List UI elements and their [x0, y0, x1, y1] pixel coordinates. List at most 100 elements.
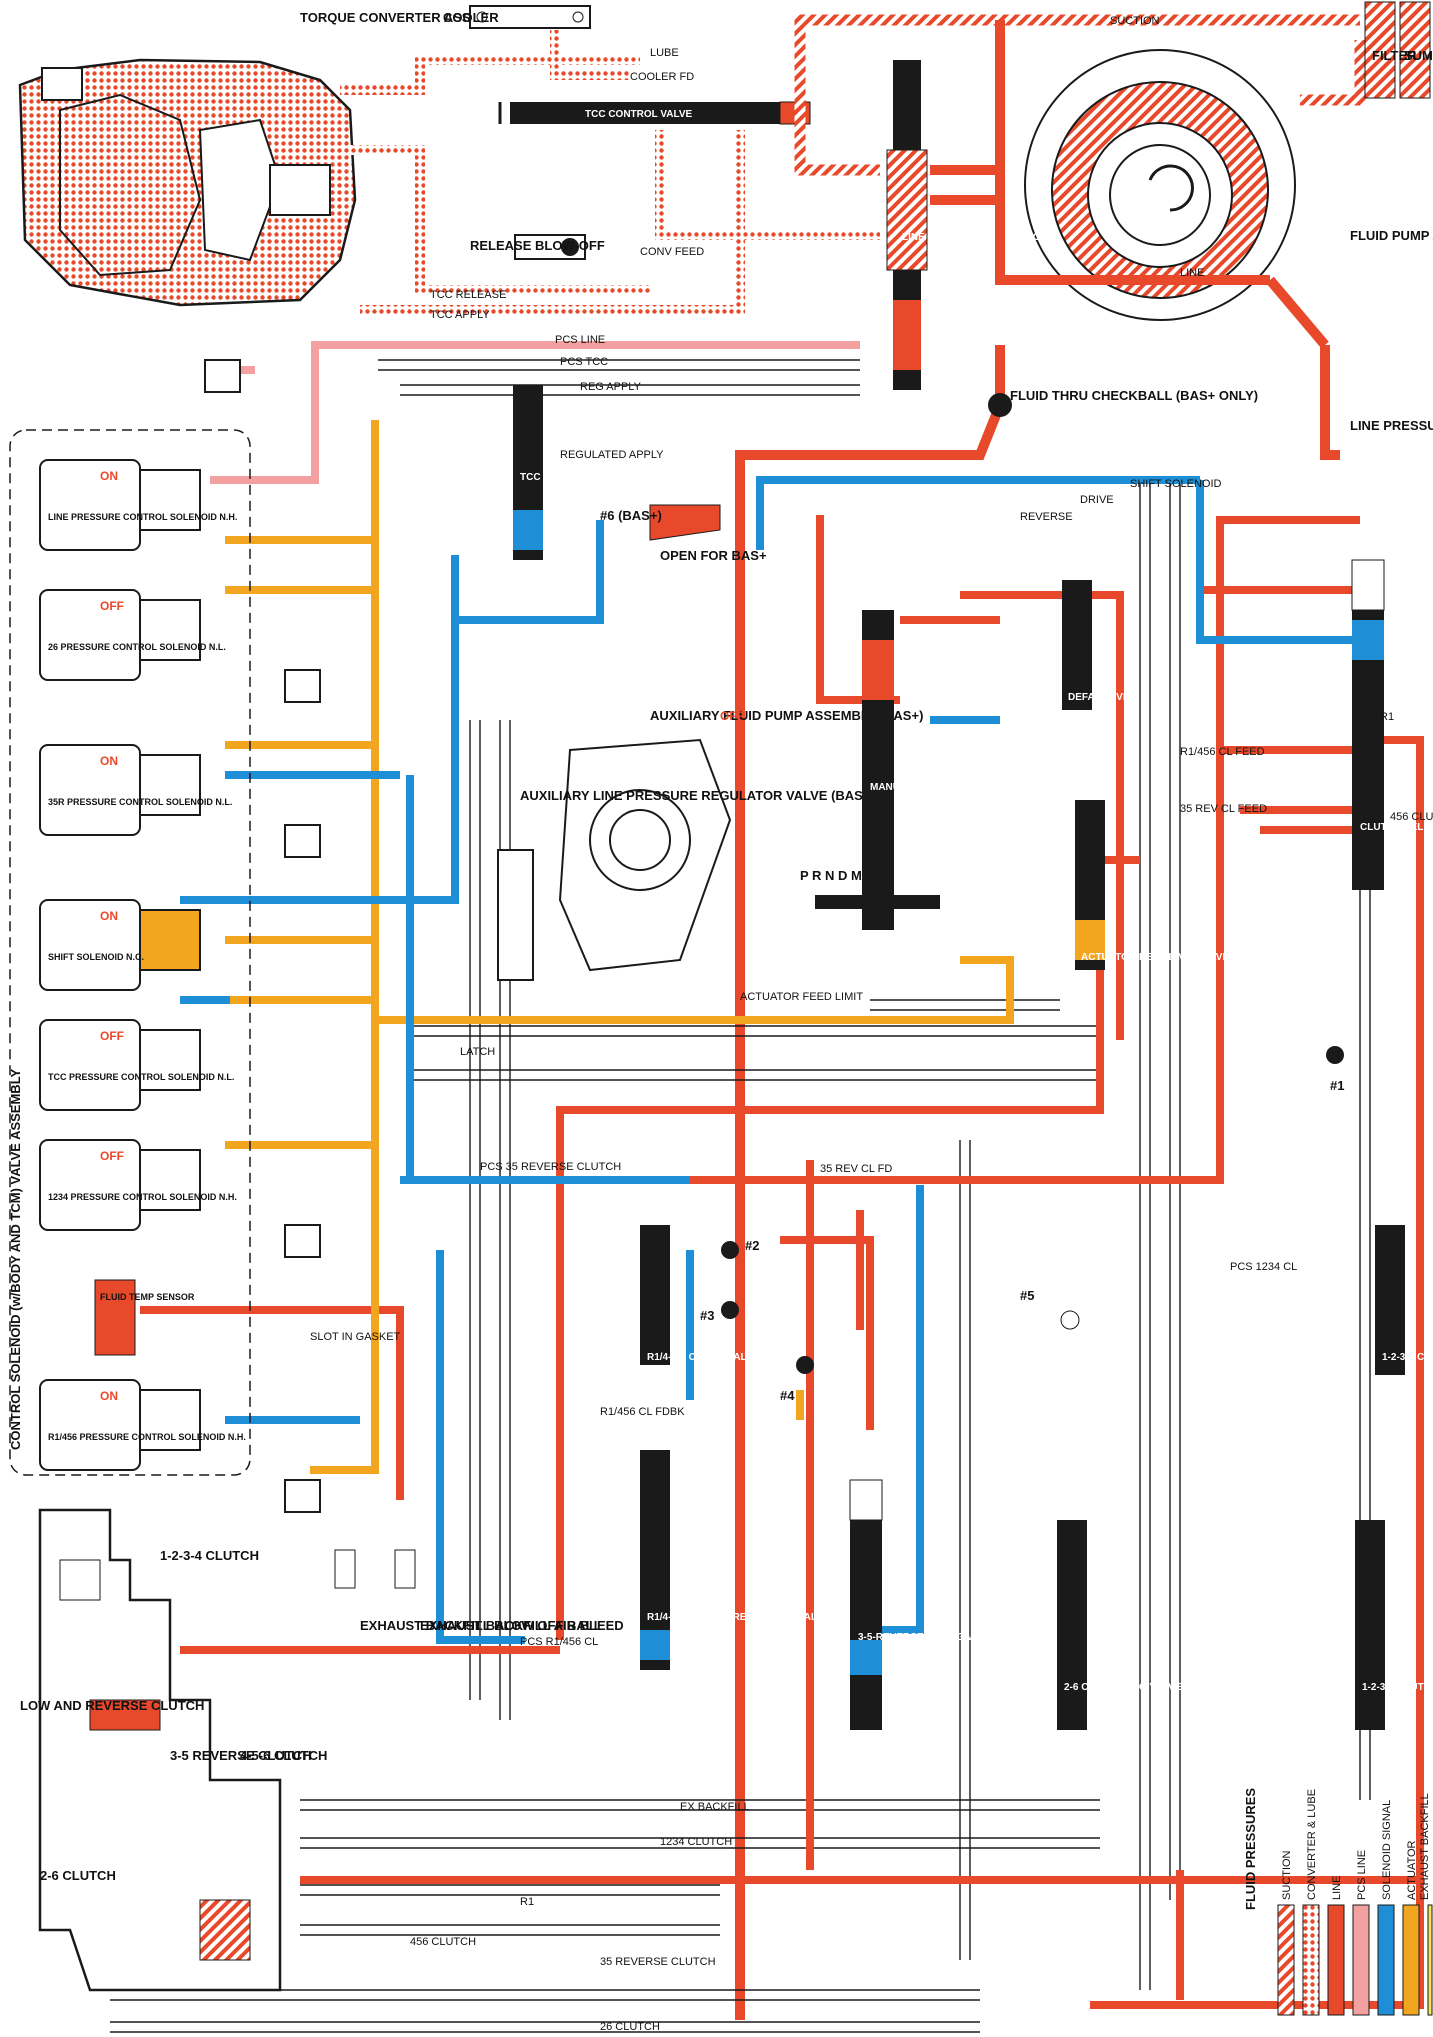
legend-title: FLUID PRESSURES — [1243, 1788, 1258, 1910]
solenoid-name-3: SHIFT SOLENOID N.C. — [48, 952, 144, 962]
aux-pump-state: OFF — [720, 709, 744, 723]
line-label-top: LINE — [1180, 267, 1204, 279]
reverse-label: REVERSE — [1020, 511, 1073, 523]
c1234-boost-label: 1-2-3-4 CL BOOST VALVE — [1382, 1352, 1433, 1363]
legend-swatch-5 — [1402, 1904, 1420, 2016]
ex-backfill-label: EX BACKFILL — [680, 1801, 750, 1813]
open-bas-label: OPEN FOR BAS+ — [660, 548, 767, 563]
tcc-apply-label: TCC APPLY — [430, 309, 490, 321]
c26-label: 2-6 CLUTCH — [40, 1868, 116, 1883]
fluid-pump-label: FLUID PUMP ASSEMBLY — [1350, 228, 1433, 243]
r1456-boost-label: R1/4-5-6 CL BST VALVE — [647, 1352, 760, 1363]
legend-label-5: ACTUATOR — [1406, 1840, 1418, 1900]
tcc-control-label: TCC CONTROL VALVE — [585, 109, 693, 120]
clutch-select-valve — [1351, 559, 1385, 890]
pcs-r1456-cl-label: PCS R1/456 CL — [520, 1636, 598, 1648]
tcc-reg-apply-valve — [513, 385, 543, 560]
low-rev-label: LOW AND REVERSE CLUTCH — [20, 1698, 204, 1713]
solenoid-name-5: 1234 PRESSURE CONTROL SOLENOID N.H. — [48, 1192, 237, 1202]
line-trunk — [140, 515, 1424, 2009]
pcs-35-rev-clutch-label: PCS 35 REVERSE CLUTCH — [480, 1161, 621, 1173]
solenoid-4 — [39, 1019, 201, 1111]
c1234-reg-label: 1-2-3-4 CLUTCH REG VALVE — [1362, 1682, 1433, 1693]
r1-label-bottom: R1 — [520, 1896, 534, 1908]
aux-line-reg-label: AUXILIARY LINE PRESSURE REGULATOR VALVE … — [520, 788, 875, 803]
line-pressure-main — [735, 20, 1340, 2020]
line-pressure-regulator — [886, 60, 928, 390]
c1234-boost-valve — [1375, 1225, 1405, 1375]
default-valve-label: DEFAULT VLV — [1068, 692, 1135, 703]
legend-label-6: EXHAUST BACKFILL — [1419, 1793, 1431, 1900]
aux-pump-label: AUXILIARY FLUID PUMP ASSEMBLY (BAS+) — [650, 708, 923, 723]
checkball-2-label: #2 — [745, 1238, 759, 1253]
checkball-6-label: #6 (BAS+) — [600, 508, 662, 523]
actuator-limit-label: ACTUATOR FEED LIMIT VALVE — [1081, 952, 1229, 963]
solenoid-name-1: 26 PRESSURE CONTROL SOLENOID N.L. — [48, 642, 226, 652]
tcc-release-label: TCC RELEASE — [430, 289, 506, 301]
legend-swatch-1 — [1302, 1904, 1320, 2016]
legend-swatch-0 — [1277, 1904, 1295, 2016]
solenoid-name-0: LINE PRESSURE CONTROL SOLENOID N.H. — [48, 512, 237, 522]
control-solenoid-frame — [9, 429, 251, 1476]
solenoid-state-1: OFF — [100, 599, 124, 613]
checkball-6 — [649, 504, 721, 541]
thru-checkball-label: FLUID THRU CHECKBALL (BAS+ ONLY) — [1010, 388, 1258, 403]
r1456-cl-feed-label: R1/456 CL FEED — [1180, 746, 1265, 758]
slot-label: SLOT IN GASKET — [310, 1331, 401, 1343]
solenoid-2 — [39, 744, 201, 836]
torque-converter-label: TORQUE CONVERTER ASSEMBLY — [300, 10, 515, 25]
c26-reg-label: 2-6 CLUTCH REG VALVE — [1064, 1682, 1182, 1693]
tcc-reg-apply-label: TCC REG APPLY VALVE — [520, 472, 635, 483]
exhaust-ball — [334, 1549, 356, 1589]
clutch-1234-label: 1234 CLUTCH — [660, 1836, 732, 1848]
conv-feed-label: CONV FEED — [640, 246, 704, 258]
pcs-tcc-label: PCS TCC — [560, 356, 608, 368]
legend-label-0: SUCTION — [1281, 1850, 1293, 1900]
clutch-assembly — [38, 1508, 282, 1992]
release-blowoff — [514, 234, 586, 260]
line-blowoff-label: LINE PRESSURE BLOW-OFF — [1350, 418, 1433, 433]
legend-label-1: CONVERTER & LUBE — [1306, 1789, 1318, 1900]
clutch-456-side-label: 456 CLUTCH — [1390, 811, 1433, 823]
r1-side-label: R1 — [1380, 711, 1394, 723]
checkball-4-label: #4 — [780, 1388, 795, 1403]
solenoid-state-3: ON — [100, 909, 118, 923]
exhaust-air-label: EXHAUST BACKFILL AIR BLEED — [420, 1618, 624, 1633]
act-feed-limit-label: ACTUATOR FEED LIMIT — [740, 991, 863, 1003]
legend-label-3: PCS LINE — [1356, 1850, 1368, 1900]
solenoid-name-2: 35R PRESSURE CONTROL SOLENOID N.L. — [48, 797, 232, 807]
legend-swatch-3 — [1352, 1904, 1370, 2016]
control-solenoid-label: CONTROL SOLENOID (w/BODY AND TCM) VALVE … — [8, 1069, 23, 1450]
legend-swatch-4 — [1377, 1904, 1395, 2016]
legend: FLUID PRESSURES SUCTION CONVERTER & LUBE… — [1243, 1788, 1433, 2016]
lube-label: LUBE — [650, 47, 679, 59]
solenoid-state-0: ON — [100, 469, 118, 483]
fluid-temp-sensor — [94, 1279, 136, 1356]
shift-solenoid-label: SHIFT SOLENOID — [1130, 478, 1222, 490]
reg-apply-label: REG APPLY — [580, 381, 642, 393]
exhaust-air — [394, 1549, 416, 1589]
solenoid-6 — [39, 1379, 201, 1471]
c35r-label: 3-5 REVERSE CLUTCH — [170, 1748, 312, 1763]
solenoid-state-5: OFF — [100, 1149, 124, 1163]
checkball-1-label: #1 — [1330, 1078, 1344, 1093]
aux-pump — [558, 738, 732, 972]
rev35-reg-valve — [849, 1479, 883, 1730]
checkball-4 — [796, 1356, 814, 1374]
pcs-1234-cl-label: PCS 1234 CL — [1230, 1261, 1297, 1273]
fluid-pump — [1024, 49, 1296, 321]
regulated-apply-label: REGULATED APPLY — [560, 449, 664, 461]
checkball-3 — [721, 1301, 739, 1319]
pcs-line-label: PCS LINE — [555, 334, 605, 346]
manual-valve — [815, 610, 940, 930]
legend-swatch-6 — [1427, 1904, 1433, 2016]
latch-label: LATCH — [460, 1046, 495, 1058]
legend-swatch-2 — [1327, 1904, 1345, 2016]
sump-label: SUMP — [1404, 48, 1433, 63]
clutch-456-label: 456 CLUTCH — [410, 1936, 476, 1948]
checkball-5-label: #5 — [1020, 1288, 1034, 1303]
manual-valve-label: MANUAL VALVE — [870, 782, 948, 793]
fluid-temp-label: FLUID TEMP SENSOR — [100, 1292, 195, 1302]
rev35-clutch-label: 35 REVERSE CLUTCH — [600, 1956, 716, 1968]
manual-positions: P R N D M — [800, 868, 862, 883]
